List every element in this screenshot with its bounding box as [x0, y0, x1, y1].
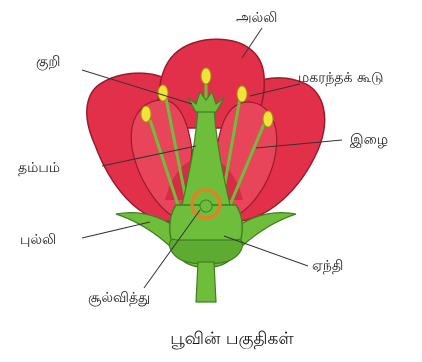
label-anther: மகரந்தக் கூடு	[298, 70, 384, 86]
label-sepal: புல்லி	[20, 232, 56, 248]
stalk	[196, 262, 216, 302]
label-ovary: ஏந்தி	[312, 258, 343, 274]
label-filament: இழை	[350, 132, 388, 148]
anther-4	[263, 111, 273, 127]
ovule	[200, 200, 212, 212]
anther-5	[201, 68, 211, 84]
label-petal: அல்லி	[236, 10, 277, 26]
anther-2	[158, 85, 168, 101]
anther-1	[141, 106, 151, 122]
anther-3	[237, 86, 247, 102]
receptacle	[170, 239, 243, 264]
label-ovule: சூல்வித்து	[88, 290, 150, 306]
diagram-caption: பூவின் பகுதிகள்	[170, 329, 294, 349]
leader-sepal	[82, 222, 150, 238]
label-style: தம்பம்	[18, 160, 60, 176]
label-stigma: குறி	[36, 54, 60, 71]
